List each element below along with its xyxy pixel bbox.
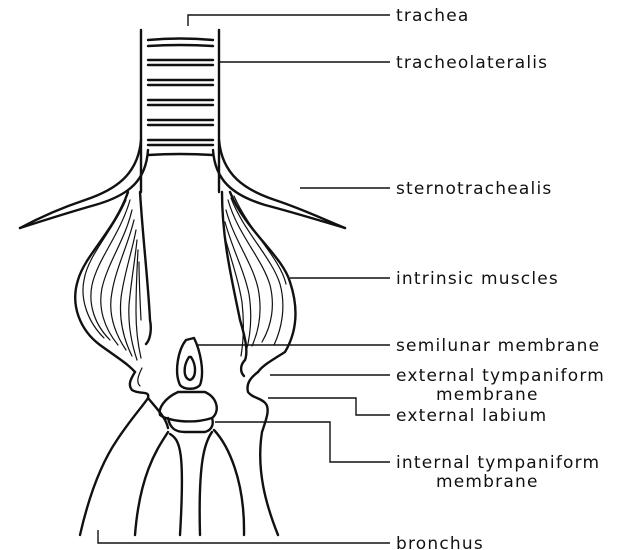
sternotrachealis-muscle-left [20, 140, 148, 228]
labels: trachea tracheolateralis sternotracheali… [396, 6, 605, 550]
internal-tympaniform-membrane-label-line2: membrane [436, 472, 539, 492]
intrinsic-muscles-left [75, 192, 151, 372]
external-tympaniform-membrane-label-line1: external tympaniform [396, 366, 605, 386]
syrinx-outline-left [80, 368, 168, 535]
external-labium-label: external labium [396, 406, 547, 426]
bronchus-inner [135, 430, 244, 535]
semilunar-membrane-label: semilunar membrane [396, 336, 600, 356]
tracheolateralis-label: tracheolateralis [396, 53, 548, 73]
syrinx-outline-right [241, 360, 278, 535]
intrinsic-muscles-label: intrinsic muscles [396, 269, 559, 289]
trachea-label: trachea [396, 6, 469, 26]
bronchus-label: bronchus [396, 534, 484, 550]
external-tympaniform-membrane-label-line2: membrane [436, 385, 539, 405]
trachea-tube [141, 30, 219, 192]
sternotrachealis-label: sternotrachealis [396, 179, 552, 199]
internal-tympaniform-membrane-label-line1: internal tympaniform [396, 453, 600, 473]
tracheal-rings [148, 39, 213, 156]
